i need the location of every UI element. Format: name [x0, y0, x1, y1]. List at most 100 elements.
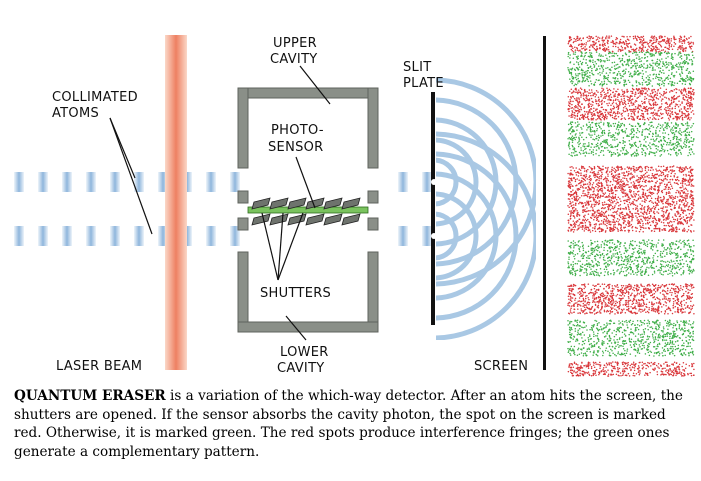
atom-packet	[110, 172, 120, 192]
fringe-spot	[642, 113, 644, 116]
fringe-spot	[578, 38, 581, 40]
fringe-spot	[569, 61, 572, 63]
fringe-spot	[593, 146, 596, 148]
fringe-spot	[649, 215, 652, 217]
fringe-spot	[571, 138, 574, 140]
fringe-spot	[607, 66, 609, 69]
fringe-spot	[641, 57, 643, 59]
fringe-spot	[671, 261, 673, 263]
fringe-spot	[693, 219, 695, 221]
fringe-spot	[671, 67, 673, 69]
fringe-spot	[613, 72, 616, 74]
fringe-spot	[662, 206, 665, 208]
fringe-spot	[575, 78, 578, 81]
fringe-spot	[610, 187, 613, 189]
fringe-spot	[621, 75, 623, 77]
fringe-spot	[655, 127, 658, 129]
fringe-spot	[627, 113, 630, 115]
fringe-spot	[667, 117, 670, 120]
fringe-spot	[652, 114, 654, 117]
fringe-spot	[649, 199, 652, 202]
fringe-spot	[570, 100, 572, 103]
fringe-spot	[665, 125, 668, 127]
fringe-spot	[634, 247, 636, 249]
fringe-spot	[667, 82, 670, 85]
fringe-spot	[622, 174, 625, 176]
fringe-spot	[644, 166, 647, 168]
fringe-spot	[567, 213, 570, 216]
fringe-spot	[668, 62, 670, 64]
fringe-spot	[575, 83, 578, 86]
fringe-spot	[624, 144, 626, 147]
fringe-spot	[635, 215, 637, 217]
fringe-spot	[576, 121, 579, 123]
fringe-spot	[596, 48, 598, 51]
fringe-spot	[664, 65, 666, 67]
fringe-spot	[614, 187, 616, 190]
fringe-spot	[609, 89, 612, 92]
fringe-spot	[569, 129, 571, 131]
fringe-spot	[685, 188, 688, 191]
fringe-spot	[569, 195, 572, 198]
fringe-spot	[613, 179, 615, 182]
fringe-spot	[590, 56, 593, 58]
fringe-spot	[640, 242, 643, 244]
fringe-spot	[590, 150, 593, 153]
fringe-spot	[685, 58, 688, 60]
fringe-spot	[604, 141, 607, 144]
fringe-spot	[622, 139, 624, 142]
fringe-spot	[653, 143, 655, 146]
fringe-spot	[658, 52, 660, 55]
fringe-spot	[581, 75, 583, 77]
fringe-spot	[656, 92, 658, 94]
fringe-spot	[596, 111, 599, 113]
fringe-spot	[624, 258, 626, 261]
fringe-spot	[590, 273, 593, 276]
fringe-spot	[588, 196, 591, 198]
fringe-spot	[572, 261, 574, 263]
fringe-spot	[578, 104, 580, 107]
fringe-spot	[594, 95, 597, 98]
fringe-spot	[623, 252, 626, 254]
atom-packet	[86, 226, 96, 246]
fringe-spot	[599, 115, 601, 117]
fringe-spot	[643, 216, 645, 219]
fringe-spot	[688, 151, 691, 154]
fringe-spot	[630, 132, 633, 135]
fringe-spot	[614, 197, 617, 199]
fringe-spot	[571, 106, 574, 109]
fringe-spot	[668, 126, 671, 128]
fringe-spot	[581, 116, 583, 119]
fringe-spot	[676, 219, 679, 222]
fringe-spot	[665, 193, 668, 196]
fringe-spot	[641, 253, 643, 255]
fringe-spot	[607, 179, 609, 182]
fringe-spot	[602, 178, 605, 181]
fringe-spot	[651, 43, 653, 45]
fringe-spot	[591, 45, 594, 48]
fringe-spot	[608, 144, 610, 147]
fringe-spot	[647, 195, 649, 197]
fringe-spot	[650, 104, 652, 107]
fringe-spot	[607, 203, 609, 206]
fringe-spot	[588, 152, 590, 155]
fringe-spot	[637, 129, 639, 132]
fringe-spot	[669, 205, 672, 207]
fringe-spot	[567, 55, 569, 58]
fringe-spot	[660, 265, 663, 268]
fringe-spot	[583, 77, 585, 79]
fringe-spot	[651, 45, 654, 48]
fringe-spot	[691, 77, 693, 80]
atom-packet	[422, 226, 432, 246]
fringe-spot	[587, 250, 590, 253]
fringe-spot	[587, 55, 590, 58]
fringe-spot	[626, 268, 629, 271]
fringe-spot	[614, 152, 617, 155]
fringe-spot	[662, 93, 665, 95]
fringe-spot	[677, 48, 679, 51]
fringe-spot	[647, 48, 649, 51]
fringe-spot	[650, 209, 652, 211]
fringe-spot	[689, 72, 692, 74]
fringe-spot	[632, 184, 634, 186]
fringe-spot	[587, 80, 590, 83]
